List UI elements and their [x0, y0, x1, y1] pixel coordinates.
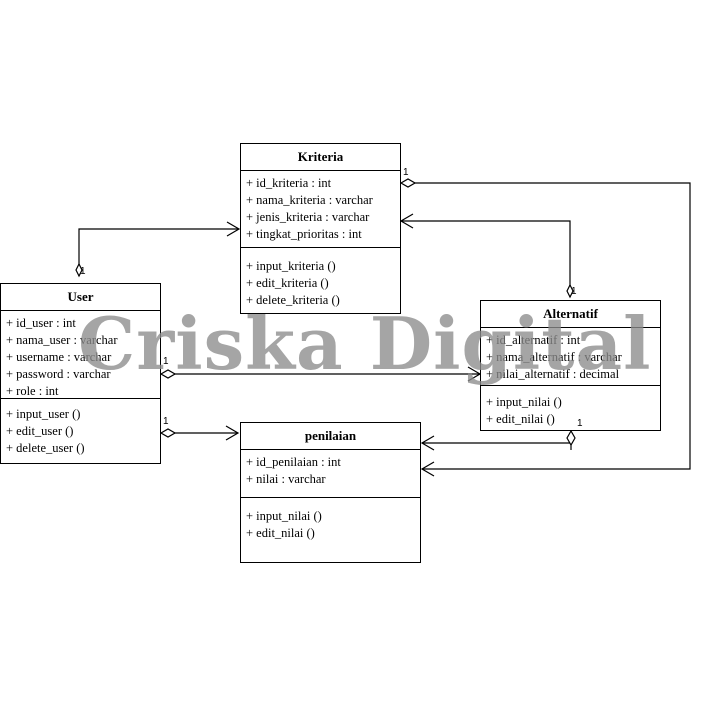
class-alternatif-attributes: + id_alternatif : int + nama_alternatif …	[481, 328, 660, 386]
attribute: + nilai : varchar	[246, 472, 326, 486]
attribute: + nama_alternatif : varchar	[486, 350, 622, 364]
multiplicity-user-penilaian: 1	[163, 416, 169, 427]
class-user-attributes: + id_user : int + nama_user : varchar + …	[1, 311, 160, 399]
method: + edit_user ()	[6, 424, 74, 438]
attribute: + id_alternatif : int	[486, 333, 581, 347]
class-kriteria-attributes: + id_kriteria : int + nama_kriteria : va…	[241, 171, 400, 248]
attribute: + id_user : int	[6, 316, 76, 330]
class-user-title: User	[1, 284, 160, 311]
attribute: + nilai_alternatif : decimal	[486, 367, 620, 381]
class-kriteria-methods: + input_kriteria () + edit_kriteria () +…	[241, 248, 400, 309]
multiplicity-user-alternatif: 1	[163, 356, 169, 367]
attribute: + nama_user : varchar	[6, 333, 118, 347]
method: + input_user ()	[6, 407, 81, 421]
method: + input_kriteria ()	[246, 259, 336, 273]
method: + input_nilai ()	[246, 509, 322, 523]
method: + edit_nilai ()	[246, 526, 315, 540]
class-alternatif[interactable]: Alternatif + id_alternatif : int + nama_…	[480, 300, 661, 431]
attribute: + id_kriteria : int	[246, 176, 332, 190]
multiplicity-alternatif-penilaian: 1	[577, 418, 583, 429]
method: + delete_kriteria ()	[246, 293, 340, 307]
class-user[interactable]: User + id_user : int + nama_user : varch…	[0, 283, 161, 464]
method: + delete_user ()	[6, 441, 85, 455]
attribute: + tingkat_prioritas : int	[246, 227, 362, 241]
attribute: + role : int	[6, 384, 59, 398]
class-user-methods: + input_user () + edit_user () + delete_…	[1, 399, 160, 457]
multiplicity-alternatif-kriteria: 1	[571, 286, 577, 297]
class-kriteria[interactable]: Kriteria + id_kriteria : int + nama_krit…	[240, 143, 401, 314]
attribute: + jenis_kriteria : varchar	[246, 210, 370, 224]
attribute: + nama_kriteria : varchar	[246, 193, 373, 207]
attribute: + username : varchar	[6, 350, 112, 364]
attribute: + id_penilaian : int	[246, 455, 341, 469]
method: + edit_kriteria ()	[246, 276, 329, 290]
class-penilaian[interactable]: penilaian + id_penilaian : int + nilai :…	[240, 422, 421, 563]
method: + input_nilai ()	[486, 395, 562, 409]
class-penilaian-methods: + input_nilai () + edit_nilai ()	[241, 498, 420, 542]
class-penilaian-attributes: + id_penilaian : int + nilai : varchar	[241, 450, 420, 498]
attribute: + password : varchar	[6, 367, 111, 381]
multiplicity-user-kriteria: 1	[80, 266, 86, 277]
class-penilaian-title: penilaian	[241, 423, 420, 450]
method: + edit_nilai ()	[486, 412, 555, 426]
class-alternatif-methods: + input_nilai () + edit_nilai ()	[481, 386, 660, 428]
class-alternatif-title: Alternatif	[481, 301, 660, 328]
multiplicity-kriteria-penilaian: 1	[403, 167, 409, 178]
class-kriteria-title: Kriteria	[241, 144, 400, 171]
